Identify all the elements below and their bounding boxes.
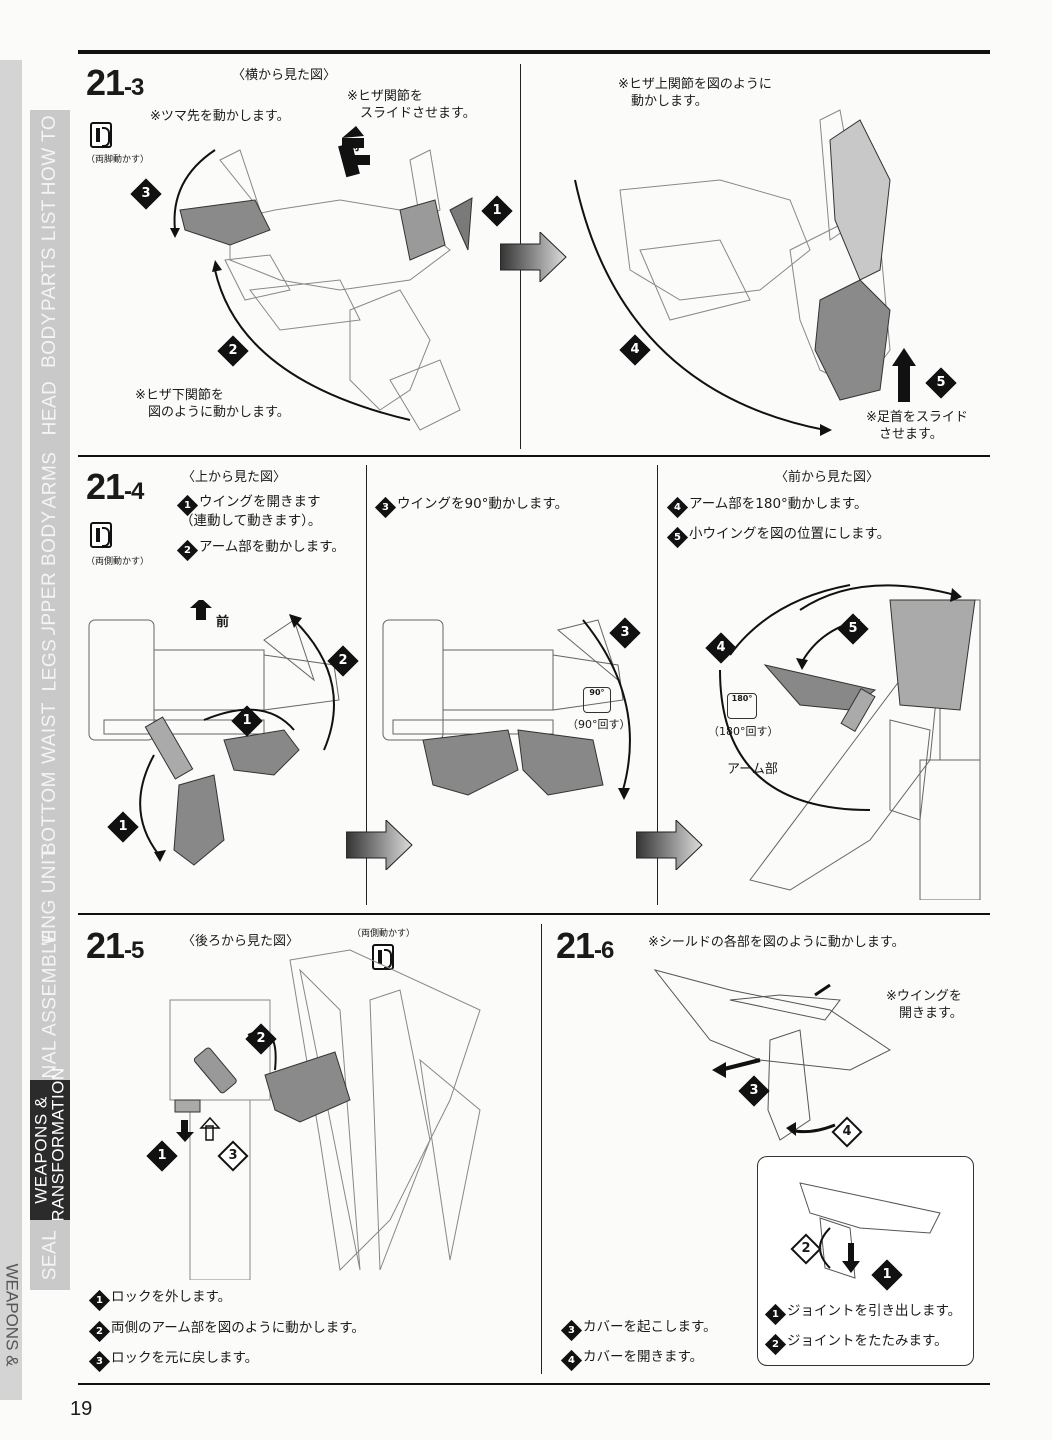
joint-detail-illustration — [799, 1182, 941, 1279]
shield-note: ※シールドの各部を図のように動かします。 — [648, 935, 905, 950]
toe-note: ※ツマ先を動かします。 — [150, 109, 290, 124]
side-tab[interactable]: BODY — [30, 310, 70, 372]
both-legs-icon — [90, 122, 112, 148]
side-tab[interactable]: ARMS — [30, 445, 70, 517]
side-tab[interactable]: WAIST — [30, 695, 70, 772]
upper-knee-note: ※ヒザ上関節を図のように 動かします。 — [618, 77, 772, 109]
top-rule — [78, 50, 990, 54]
knee-slide-note: ※ヒザ関節を スライドさせます。 — [347, 89, 476, 121]
side-view-caption: 〈横から見た図〉 — [232, 68, 337, 83]
side-edge-strip — [0, 60, 22, 1400]
step-21-3-number: 21-3 — [86, 62, 144, 103]
lower-knee-note: ※ヒザ下関節を 図のように動かします。 — [135, 388, 290, 420]
side-tab[interactable]: PARTS LIST — [30, 199, 70, 312]
leg-folded-illustration — [574, 109, 916, 436]
both-sides-icon — [90, 522, 112, 548]
bottom-rule — [78, 1383, 990, 1385]
rotate-180-icon: 180° — [727, 693, 757, 719]
side-tab[interactable]: HEAD — [30, 370, 70, 447]
joint-detail-inset — [757, 1156, 974, 1366]
rear-view-caption: 〈後ろから見た図〉 — [182, 934, 300, 949]
backpack-top-illustration-1 — [88, 600, 340, 866]
both-sides-icon-2 — [372, 944, 394, 970]
wing-open-note: ※ウイングを 開きます。 — [886, 989, 963, 1021]
page-number: 19 — [70, 1398, 93, 1420]
next-arrow-21-4b — [636, 820, 703, 870]
front-label-2: 前 — [216, 615, 230, 630]
leg-side-illustration — [170, 126, 473, 431]
both-sides-caption: （両側動かす） — [86, 557, 150, 567]
both-sides-caption-2: （両側動かす） — [352, 929, 416, 939]
step-21-5-number: 21-5 — [86, 925, 144, 966]
divider-row2 — [78, 913, 990, 915]
next-arrow-21-3 — [500, 232, 567, 282]
both-legs-caption: （両脚動かす） — [86, 155, 150, 165]
divider-row1 — [78, 455, 990, 457]
divider-col-21-4b — [657, 465, 658, 905]
arm-part-label: アーム部 — [727, 762, 778, 777]
next-arrow-21-4a — [346, 820, 413, 870]
ankle-note: ※足首をスライド させます。 — [866, 410, 968, 442]
step-21-4-number: 21-4 — [86, 466, 144, 507]
shield-illustration — [653, 969, 891, 1141]
front-view-caption: 〈前から見た図〉 — [775, 470, 880, 485]
side-tab[interactable]: UPPER BODY — [30, 510, 70, 640]
side-tab[interactable]: LEGS — [30, 635, 70, 697]
rear-view-illustration — [169, 949, 481, 1280]
side-tab[interactable]: FINAL ASSEMBLE — [30, 929, 70, 1096]
divider-col-21-4a — [366, 465, 367, 905]
side-tab[interactable]: WEAPONS & TRANSFORMATION — [30, 1067, 70, 1233]
rotate-90-icon: 90° — [583, 687, 611, 713]
rotate-180-caption: （180°回す） — [708, 725, 779, 738]
rotate-90-caption: （90°回す） — [567, 718, 631, 731]
backpack-top-illustration-2 — [382, 619, 631, 800]
side-tab[interactable]: HOW TO — [30, 110, 70, 202]
side-edge-label: WEAPONS & — [2, 1263, 21, 1367]
side-tab[interactable]: BOTTOM — [30, 770, 70, 857]
divider-col-21-5 — [541, 924, 542, 1374]
wing-front-illustration — [719, 584, 981, 900]
top-view-caption: 〈上から見た図〉 — [182, 470, 287, 485]
side-tab[interactable]: SEAL — [30, 1220, 70, 1292]
step-21-6-number: 21-6 — [556, 925, 614, 966]
